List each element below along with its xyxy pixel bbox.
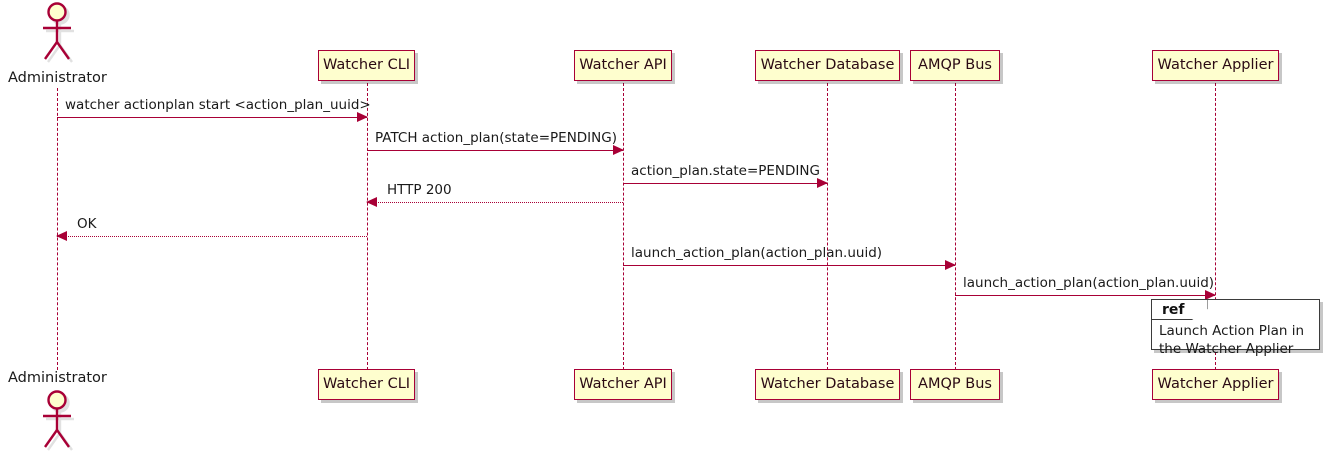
message-line (57, 117, 367, 118)
participant-watcher-applier-bottom[interactable]: Watcher Applier (1152, 369, 1279, 400)
participant-label: AMQP Bus (918, 376, 992, 393)
actor-label-administrator-top: Administrator (8, 70, 107, 86)
participant-watcher-api-bottom[interactable]: Watcher API (574, 369, 672, 400)
participant-label: Watcher Database (760, 57, 895, 74)
participant-watcher-cli-bottom[interactable]: Watcher CLI (318, 369, 415, 400)
participant-label: Watcher CLI (322, 57, 411, 74)
lifeline-watcher-api (623, 83, 624, 370)
message-line (623, 265, 955, 266)
message-line (367, 202, 623, 203)
participant-amqp-bus-top[interactable]: AMQP Bus (910, 50, 1000, 81)
message-line (955, 295, 1215, 296)
participant-watcher-cli-top[interactable]: Watcher CLI (318, 50, 415, 81)
ref-fragment-body: Launch Action Plan in the Watcher Applie… (1159, 323, 1305, 357)
ref-fragment-tab-label: ref (1162, 301, 1185, 318)
lifeline-watcher-cli (367, 83, 368, 370)
message-label: watcher actionplan start <action_plan_uu… (65, 97, 371, 114)
message-label: OK (77, 216, 97, 233)
actor-administrator-top (35, 2, 81, 64)
participant-watcher-database-bottom[interactable]: Watcher Database (755, 369, 900, 400)
participant-label: AMQP Bus (918, 57, 992, 74)
participant-watcher-database-top[interactable]: Watcher Database (755, 50, 900, 81)
arrowhead-right-icon (945, 260, 956, 270)
actor-administrator-bottom (35, 390, 81, 452)
arrowhead-right-icon (357, 112, 368, 122)
participant-label: Watcher API (579, 376, 667, 393)
message-label: HTTP 200 (387, 182, 452, 199)
message-label: launch_action_plan(action_plan.uuid) (631, 245, 883, 262)
participant-label: Watcher Applier (1157, 376, 1274, 393)
arrowhead-right-icon (1205, 290, 1216, 300)
message-label: PATCH action_plan(state=PENDING) (375, 130, 617, 147)
message-line (367, 150, 623, 151)
participant-watcher-applier-top[interactable]: Watcher Applier (1152, 50, 1279, 81)
participant-label: Watcher API (579, 57, 667, 74)
lifeline-administrator (57, 88, 58, 370)
lifeline-watcher-applier (1215, 83, 1216, 370)
participant-label: Watcher Database (760, 376, 895, 393)
message-label: launch_action_plan(action_plan.uuid) (963, 275, 1215, 292)
participant-label: Watcher CLI (322, 376, 411, 393)
ref-fragment-tab: ref (1152, 300, 1208, 320)
message-line (57, 236, 367, 237)
message-label: action_plan.state=PENDING (631, 163, 820, 180)
participant-label: Watcher Applier (1157, 57, 1274, 74)
participant-amqp-bus-bottom[interactable]: AMQP Bus (910, 369, 1000, 400)
message-line (623, 183, 827, 184)
lifeline-watcher-database (827, 83, 828, 370)
ref-fragment[interactable]: ref Launch Action Plan in the Watcher Ap… (1151, 299, 1320, 357)
arrowhead-right-icon (817, 178, 828, 188)
arrowhead-left-icon (366, 197, 377, 207)
lifeline-amqp-bus (955, 83, 956, 370)
participant-watcher-api-top[interactable]: Watcher API (574, 50, 672, 81)
actor-label-administrator-bottom: Administrator (8, 370, 107, 386)
arrowhead-left-icon (56, 231, 67, 241)
arrowhead-right-icon (613, 145, 624, 155)
